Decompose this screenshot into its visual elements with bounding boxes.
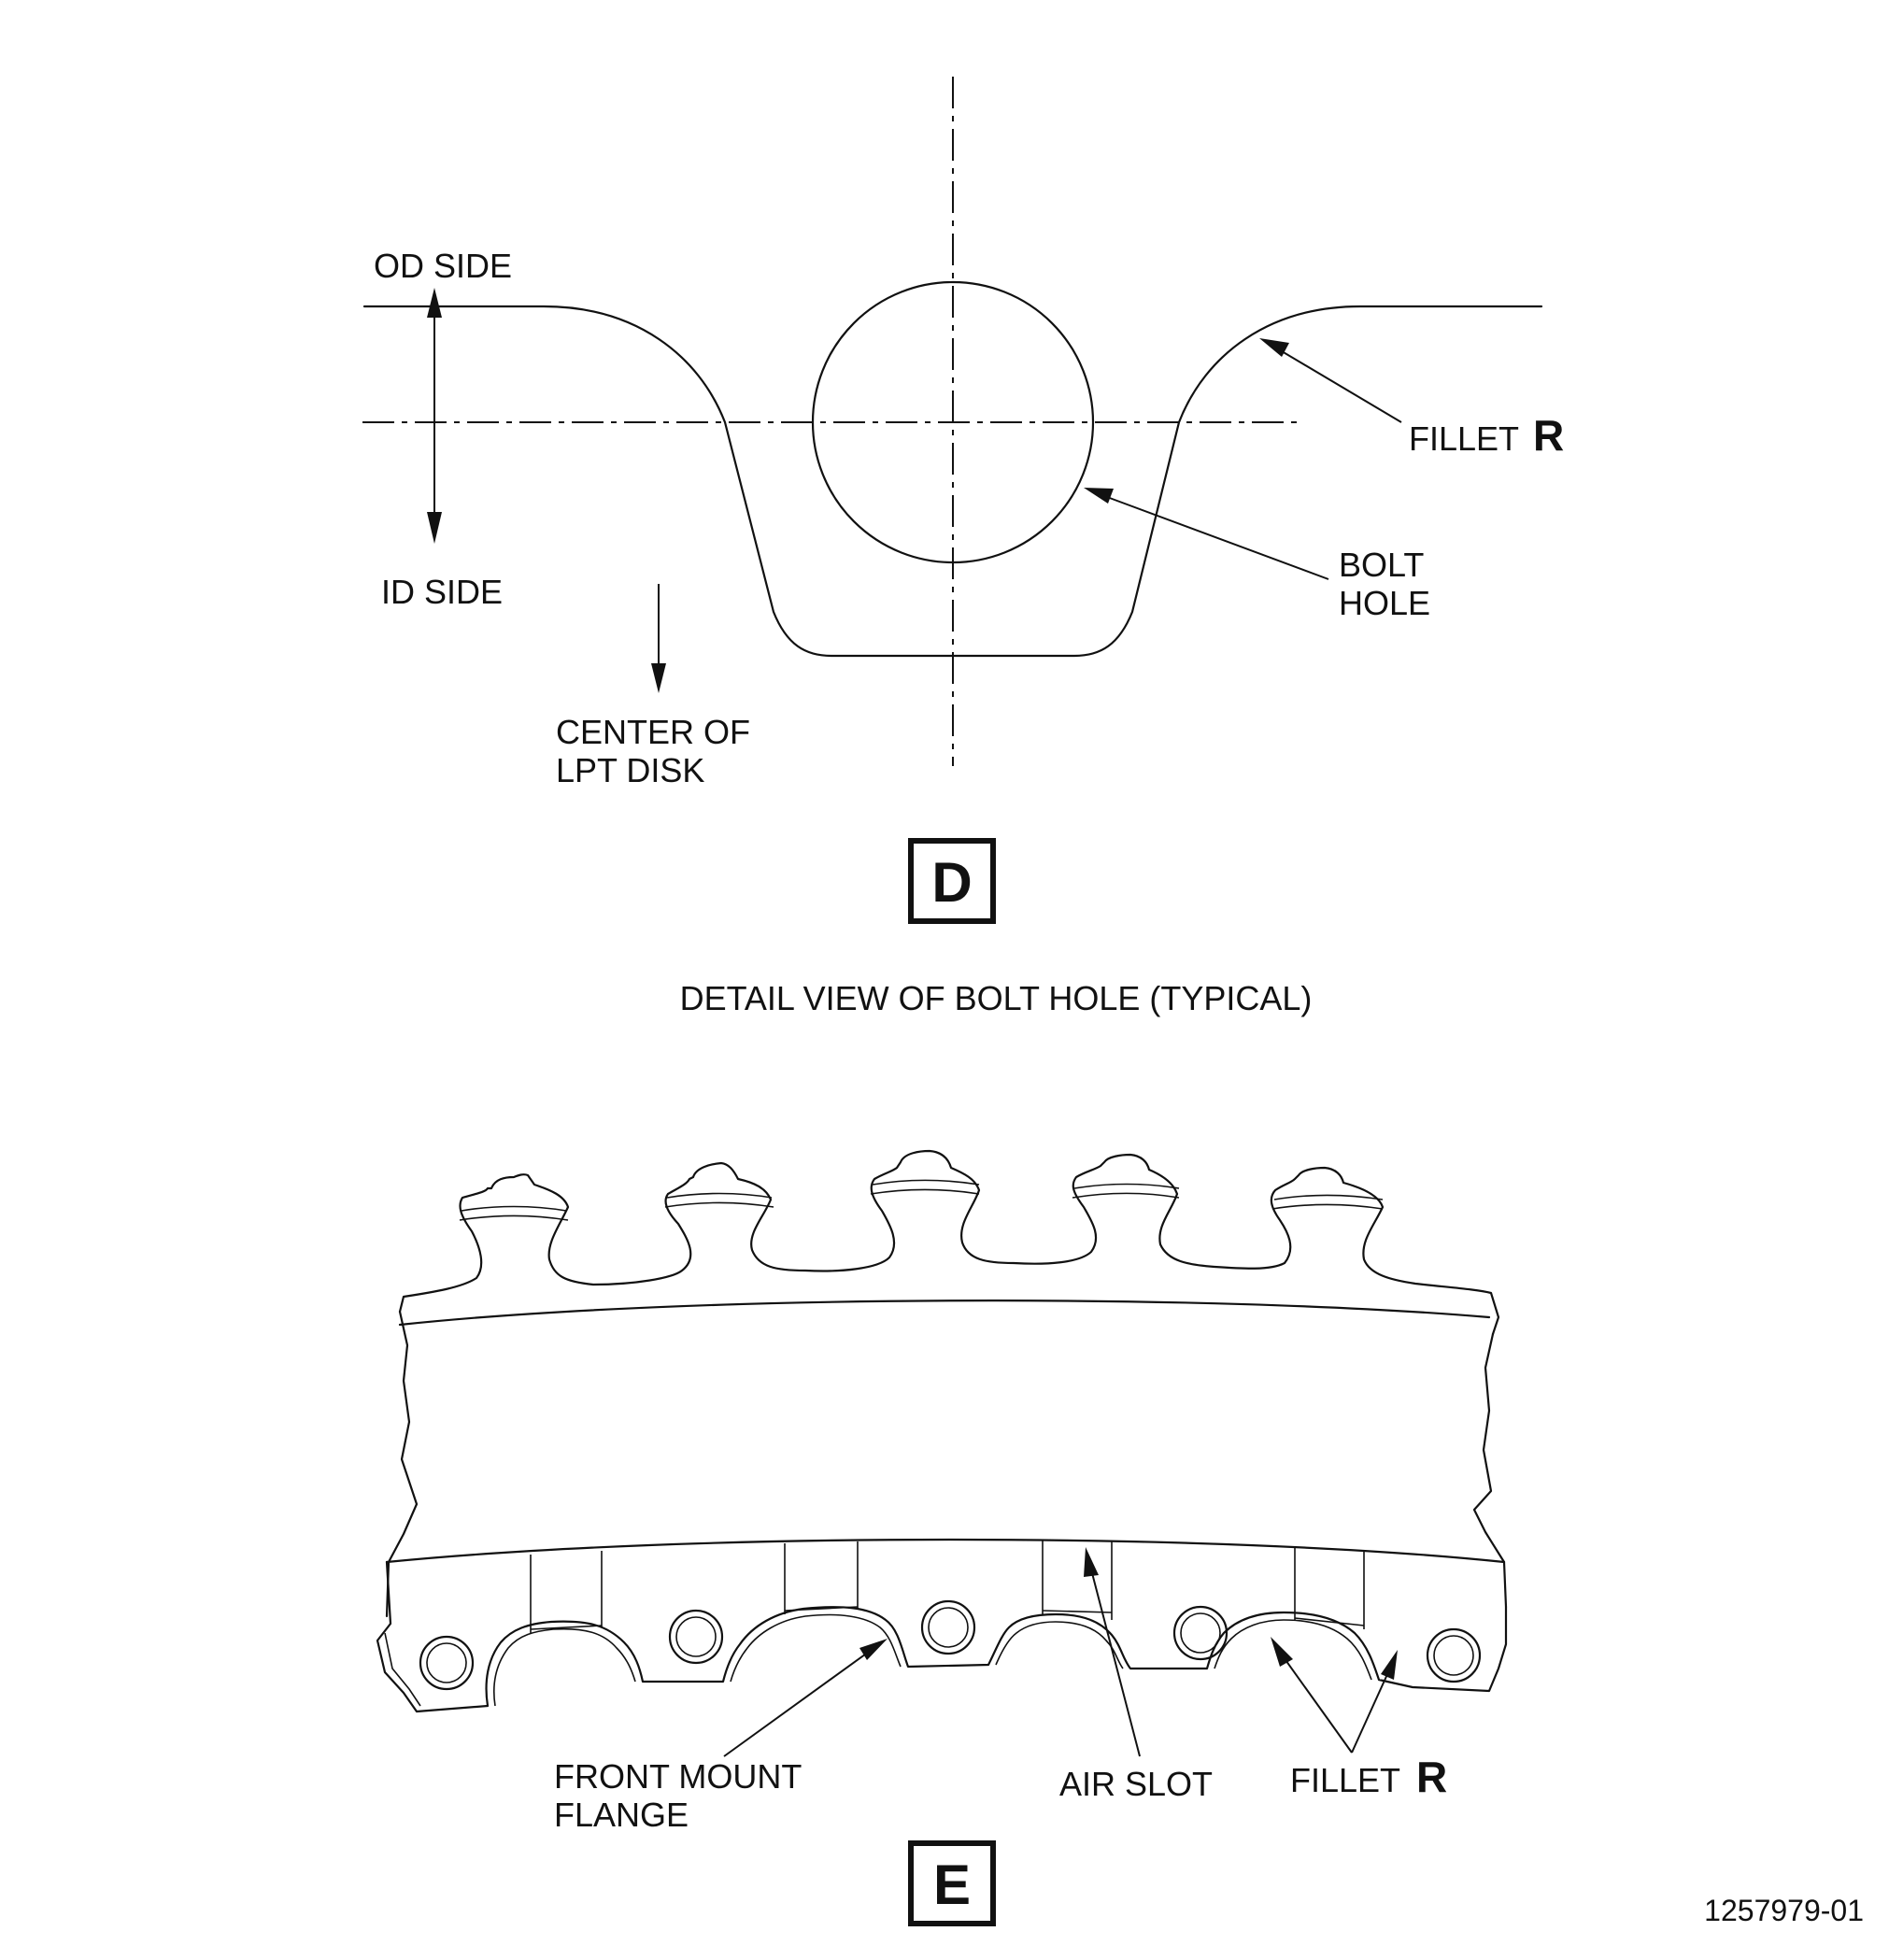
detail-e-letter: E — [933, 1853, 971, 1916]
lower-ring-arc — [385, 1538, 1506, 1564]
air-slot-leader-line — [1090, 1569, 1141, 1757]
bolt-head-band-4 — [1072, 1183, 1180, 1199]
front-mount-label: FRONT MOUNT — [554, 1757, 802, 1796]
detail-d-letter: D — [931, 851, 972, 914]
front-mount-leader-line — [723, 1651, 870, 1757]
lug-divisions — [530, 1540, 1365, 1633]
fillet-label: FILLET — [1409, 419, 1519, 458]
fillet-leader-right — [1351, 1671, 1389, 1754]
bolt-head-band-1 — [459, 1205, 569, 1221]
bolt-head-band-2 — [664, 1192, 774, 1208]
fillet-arrowhead-right — [1381, 1650, 1398, 1680]
hole-label: HOLE — [1339, 584, 1430, 622]
detail-d-box — [908, 838, 996, 924]
bolt-head-band-3 — [870, 1179, 980, 1195]
center-of-label: CENTER OF — [556, 713, 750, 751]
fillet-e-label: FILLET — [1290, 1761, 1400, 1799]
flange-label: FLANGE — [554, 1796, 689, 1834]
fillet-leader-line — [1281, 350, 1402, 423]
figure-number: 1257979-01 — [1704, 1894, 1864, 1927]
slot-profile — [362, 305, 1543, 658]
front-mount-flange-outline — [376, 1560, 1508, 1713]
od-arrowhead — [427, 288, 442, 318]
fillet-e-r-label: R — [1416, 1753, 1447, 1801]
left-side-edge — [385, 1310, 419, 1618]
fillet-arrowhead-left — [1271, 1637, 1293, 1667]
bolt-hole-arrowhead — [1084, 488, 1114, 504]
bolt-hole-circle — [811, 280, 1095, 564]
air-slot-arrowhead — [1084, 1547, 1099, 1577]
front-mount-arrowhead — [859, 1639, 888, 1660]
bolt-label: BOLT — [1339, 546, 1424, 584]
air-slot-label: AIR SLOT — [1059, 1765, 1213, 1803]
flange-bolt-holes — [419, 1599, 1482, 1691]
detail-d-caption: DETAIL VIEW OF BOLT HOLE (TYPICAL) — [680, 979, 1313, 1017]
lpt-disk-label: LPT DISK — [556, 751, 704, 789]
fillet-r-label: R — [1533, 411, 1564, 460]
bolt-hole-leader-line — [1106, 496, 1329, 580]
fillet-arrowhead — [1259, 338, 1289, 357]
detail-e: FRONT MOUNT FLANGE AIR SLOT FILLET R E — [376, 1149, 1508, 1926]
fillet-leader-left — [1283, 1656, 1353, 1754]
center-arrowhead — [651, 663, 666, 693]
bolt-head-band-5 — [1271, 1194, 1384, 1210]
od-side-label: OD SIDE — [374, 247, 512, 285]
detail-e-box — [908, 1840, 996, 1926]
right-side-edge — [1472, 1332, 1508, 1609]
id-side-label: ID SIDE — [381, 573, 503, 611]
top-flange-outline — [398, 1149, 1500, 1336]
upper-ring-arc — [398, 1300, 1491, 1327]
flange-inner-offset — [384, 1613, 1372, 1707]
detail-d: OD SIDE ID SIDE CENTER OF LPT DISK FILLE… — [362, 77, 1564, 1017]
id-arrowhead — [427, 512, 442, 544]
